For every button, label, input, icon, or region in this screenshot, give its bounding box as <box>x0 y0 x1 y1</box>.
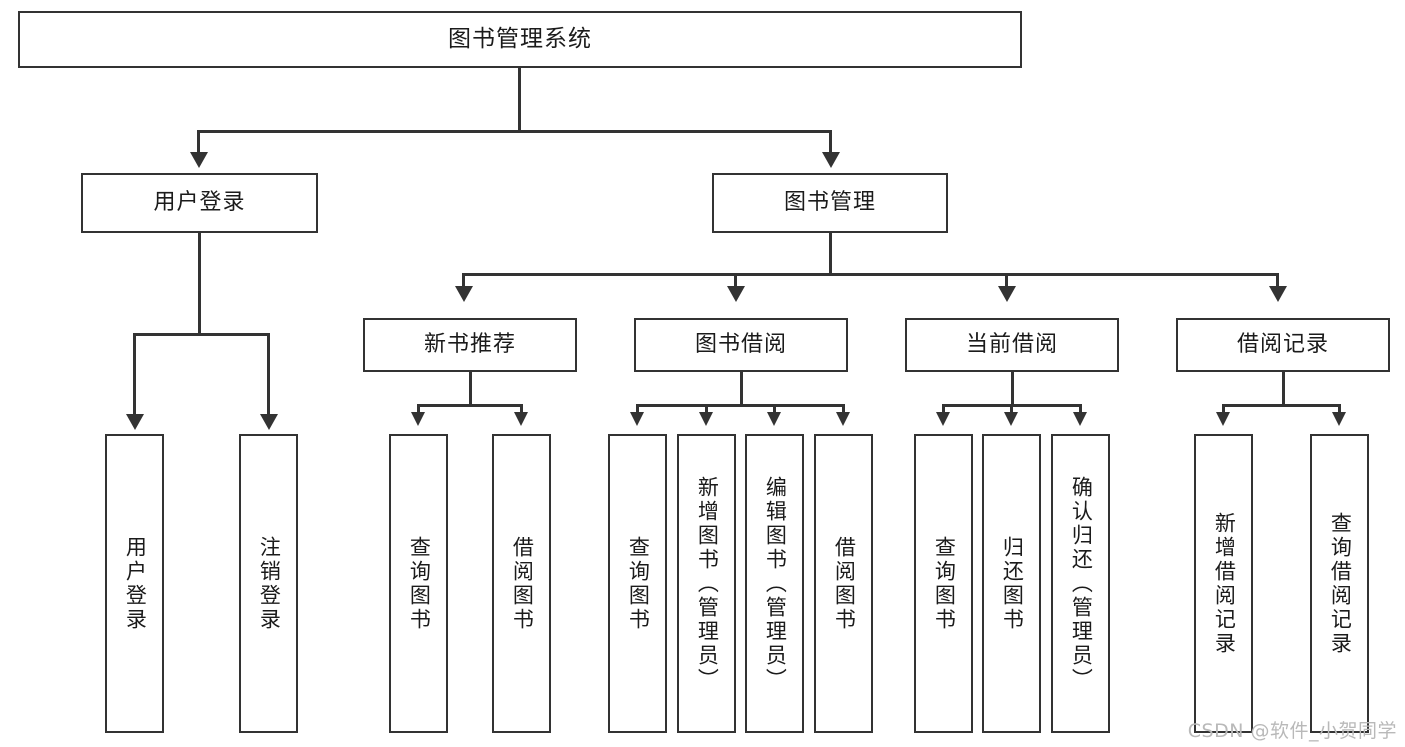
connector-current-borrow-drop-1 <box>942 404 945 414</box>
node-label: 新书推荐 <box>423 332 516 358</box>
arrow-to-book-manage <box>822 152 840 168</box>
arrow-to-borrow-records <box>1269 286 1287 302</box>
arrow-to-leaf-logout <box>260 414 278 430</box>
node-label: 归还图书 <box>1000 535 1025 632</box>
connector-current-borrow-stem <box>1011 372 1014 406</box>
arrow-to-leaf-edit-book <box>767 412 781 426</box>
connector-user-login-drop-1 <box>133 333 136 418</box>
node-new-book-recommend[interactable]: 新书推荐 <box>363 318 577 372</box>
node-label: 借阅图书 <box>510 535 535 632</box>
arrow-to-leaf-user-login <box>126 414 144 430</box>
connector-new-book-stem <box>469 372 472 406</box>
node-label: 图书管理 <box>783 190 876 216</box>
leaf-confirm-return-admin[interactable]: 确认归还（管理员） <box>1051 434 1110 733</box>
connector-borrow-records-bar <box>1222 404 1341 407</box>
node-user-login[interactable]: 用户登录 <box>81 173 318 233</box>
leaf-edit-book-admin[interactable]: 编辑图书（管理员） <box>745 434 804 733</box>
connector-book-borrow-stem <box>740 372 743 406</box>
connector-book-manage-drop-4 <box>1276 273 1279 289</box>
connector-user-login-bar <box>133 333 270 336</box>
connector-borrow-records-drop-2 <box>1338 404 1341 414</box>
node-label: 查询图书 <box>407 535 432 632</box>
node-label: 新增图书（管理员） <box>695 475 720 692</box>
leaf-return-book[interactable]: 归还图书 <box>982 434 1041 733</box>
arrow-to-leaf-add-record <box>1216 412 1230 426</box>
connector-book-manage-drop-3 <box>1005 273 1008 289</box>
node-label: 新增借阅记录 <box>1212 511 1237 656</box>
node-label: 查询图书 <box>626 535 651 632</box>
connector-new-book-bar <box>417 404 523 407</box>
connector-book-manage-bar <box>462 273 1279 276</box>
connector-root-stem <box>518 68 521 132</box>
connector-current-borrow-drop-2 <box>1010 404 1013 414</box>
node-root-system[interactable]: 图书管理系统 <box>18 11 1022 68</box>
leaf-user-login[interactable]: 用户登录 <box>105 434 164 733</box>
arrow-to-leaf-query-book-c <box>936 412 950 426</box>
leaf-query-borrow-record[interactable]: 查询借阅记录 <box>1310 434 1369 733</box>
leaf-query-book-borrow[interactable]: 查询图书 <box>608 434 667 733</box>
arrow-to-user-login <box>190 152 208 168</box>
leaf-borrow-book[interactable]: 借阅图书 <box>814 434 873 733</box>
connector-current-borrow-drop-3 <box>1079 404 1082 414</box>
connector-new-book-drop-2 <box>520 404 523 414</box>
connector-book-borrow-drop-2 <box>705 404 708 414</box>
node-book-borrow[interactable]: 图书借阅 <box>634 318 848 372</box>
leaf-query-book-recommend[interactable]: 查询图书 <box>389 434 448 733</box>
connector-book-manage-drop-1 <box>462 273 465 289</box>
node-current-borrow[interactable]: 当前借阅 <box>905 318 1119 372</box>
node-label: 借阅图书 <box>832 535 857 632</box>
node-label: 图书管理系统 <box>448 26 592 53</box>
node-label: 图书借阅 <box>694 332 787 358</box>
connector-root-bar <box>197 130 832 133</box>
arrow-to-leaf-confirm-return <box>1073 412 1087 426</box>
node-label: 查询借阅记录 <box>1328 511 1353 656</box>
arrow-to-leaf-query-record <box>1332 412 1346 426</box>
node-label: 编辑图书（管理员） <box>763 475 788 692</box>
connector-new-book-drop-1 <box>417 404 420 414</box>
arrow-to-leaf-borrow-book-a <box>514 412 528 426</box>
arrow-to-leaf-query-book-b <box>630 412 644 426</box>
arrow-to-leaf-borrow-book-b <box>836 412 850 426</box>
connector-book-manage-stem <box>829 233 832 275</box>
leaf-add-book-admin[interactable]: 新增图书（管理员） <box>677 434 736 733</box>
node-borrow-records[interactable]: 借阅记录 <box>1176 318 1390 372</box>
node-label: 查询图书 <box>932 535 957 632</box>
arrow-to-leaf-return-book <box>1004 412 1018 426</box>
connector-borrow-records-stem <box>1282 372 1285 406</box>
leaf-logout[interactable]: 注销登录 <box>239 434 298 733</box>
connector-root-left-drop <box>197 130 200 156</box>
node-label: 确认归还（管理员） <box>1069 475 1094 692</box>
node-label: 借阅记录 <box>1236 332 1329 358</box>
node-label: 用户登录 <box>123 535 148 632</box>
node-book-manage[interactable]: 图书管理 <box>712 173 948 233</box>
leaf-borrow-book-recommend[interactable]: 借阅图书 <box>492 434 551 733</box>
arrow-to-leaf-add-book <box>699 412 713 426</box>
node-label: 用户登录 <box>153 190 246 216</box>
arrow-to-new-book-recommend <box>455 286 473 302</box>
watermark-text: CSDN @软件_小贺同学 <box>1187 720 1397 742</box>
connector-book-manage-drop-2 <box>734 273 737 289</box>
leaf-add-borrow-record[interactable]: 新增借阅记录 <box>1194 434 1253 733</box>
arrow-to-leaf-query-book-a <box>411 412 425 426</box>
connector-book-borrow-drop-1 <box>636 404 639 414</box>
connector-user-login-drop-2 <box>267 333 270 418</box>
leaf-query-book-current[interactable]: 查询图书 <box>914 434 973 733</box>
connector-root-right-drop <box>829 130 832 156</box>
connector-borrow-records-drop-1 <box>1222 404 1225 414</box>
node-label: 当前借阅 <box>965 332 1058 358</box>
node-label: 注销登录 <box>257 535 282 632</box>
connector-book-borrow-drop-4 <box>842 404 845 414</box>
arrow-to-current-borrow <box>998 286 1016 302</box>
connector-book-borrow-drop-3 <box>773 404 776 414</box>
arrow-to-book-borrow <box>727 286 745 302</box>
connector-book-borrow-bar <box>636 404 845 407</box>
connector-user-login-stem <box>198 233 201 335</box>
